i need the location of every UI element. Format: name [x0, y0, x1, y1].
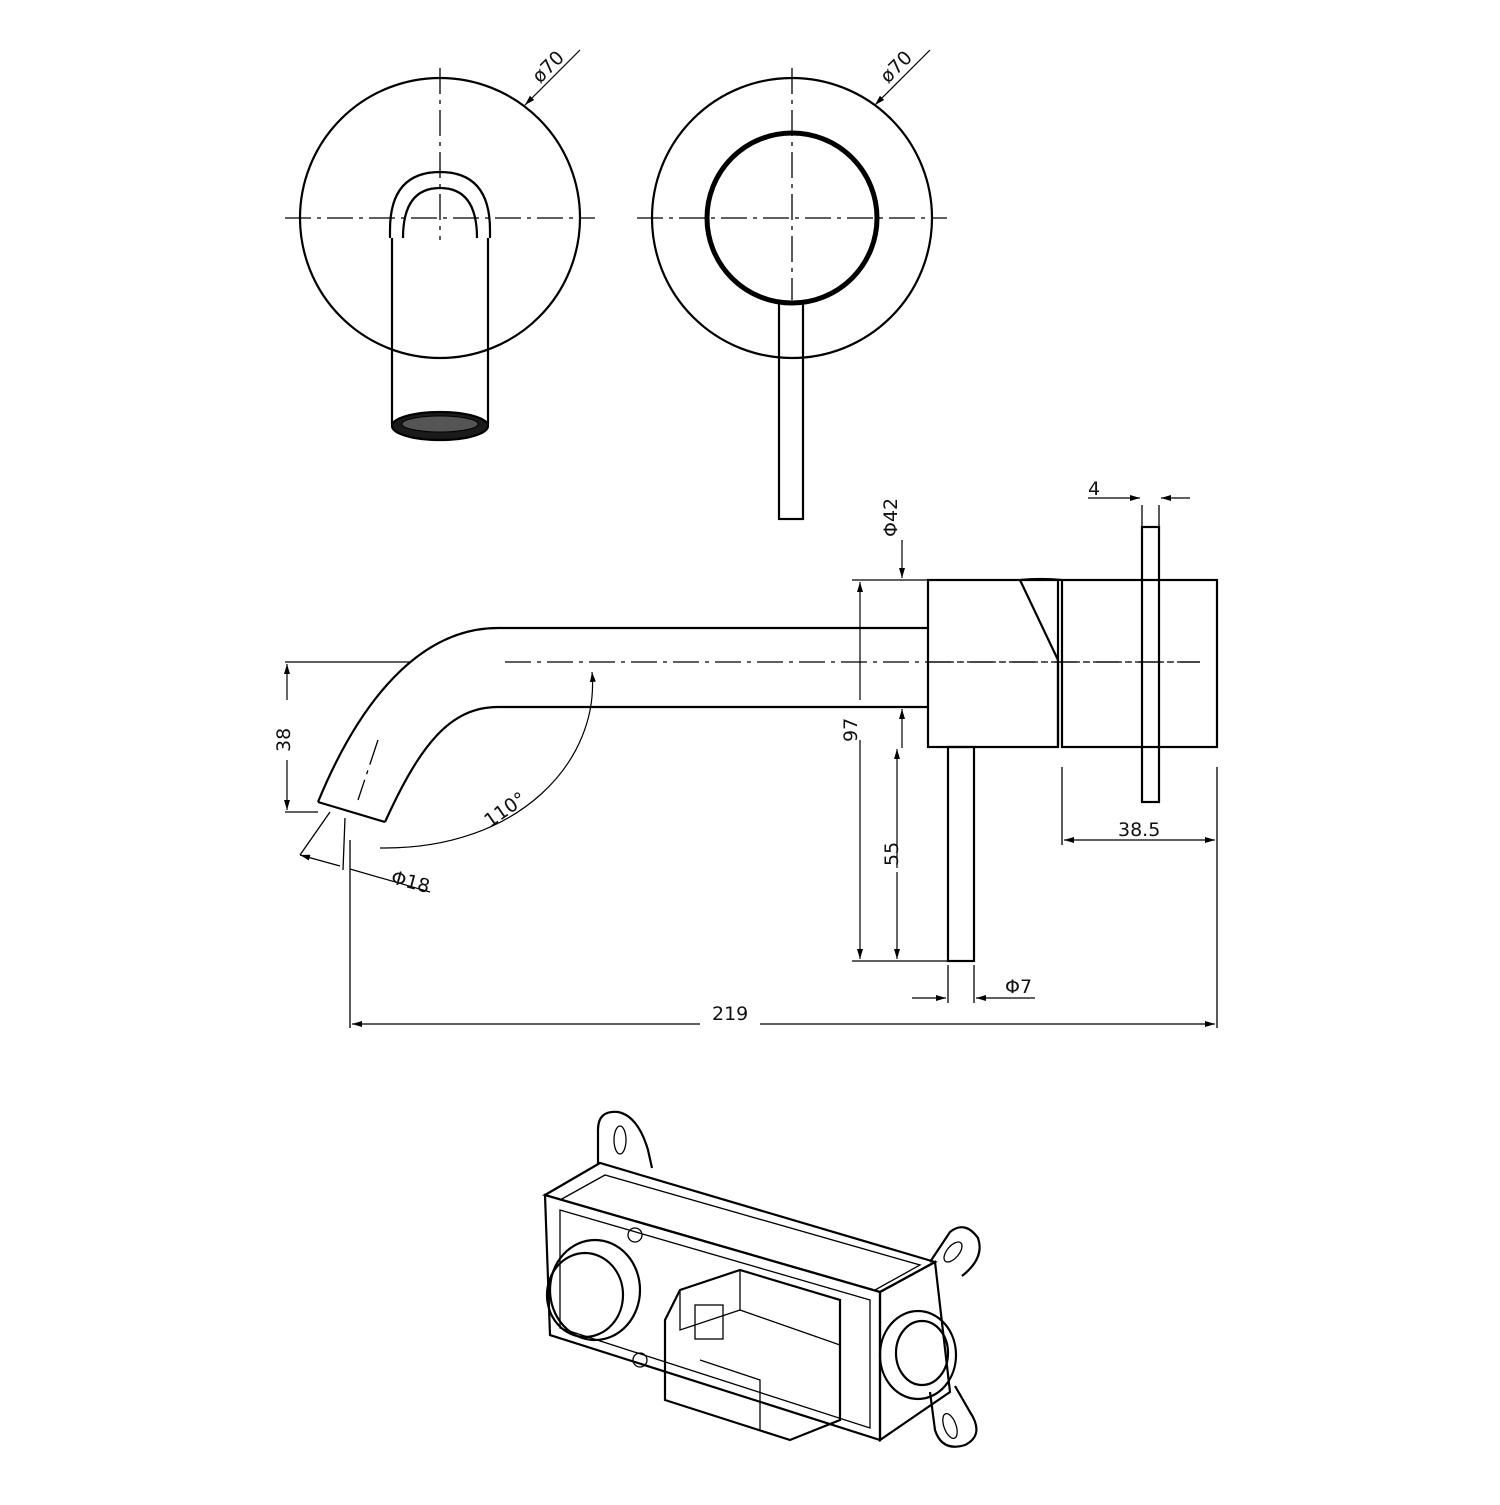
mixer-front-view: ø70 — [637, 47, 947, 521]
plate-thickness-label: 4 — [1088, 478, 1100, 500]
spout-angle-label: 110° — [480, 788, 530, 832]
body-height-label: 97 — [840, 718, 862, 742]
mixer-plate-diameter-label: ø70 — [876, 47, 917, 88]
body-diameter-label: Φ42 — [880, 498, 902, 537]
spout-drop-label: 38 — [273, 728, 295, 752]
total-length-label: 219 — [712, 1003, 748, 1025]
spout-front-view: ø70 — [285, 47, 595, 442]
spout-plate-diameter-label: ø70 — [528, 47, 569, 88]
sleeve-length-label: 38.5 — [1118, 819, 1160, 841]
spout-outlet-diameter-label: Φ18 — [389, 867, 433, 898]
side-view: 4 Φ42 97 55 38 110° Φ18 Φ — [273, 478, 1219, 1028]
lever-diameter-label: Φ7 — [1005, 976, 1032, 998]
lever-length-label: 55 — [881, 842, 903, 866]
valve-body-illustration — [542, 1110, 981, 1448]
